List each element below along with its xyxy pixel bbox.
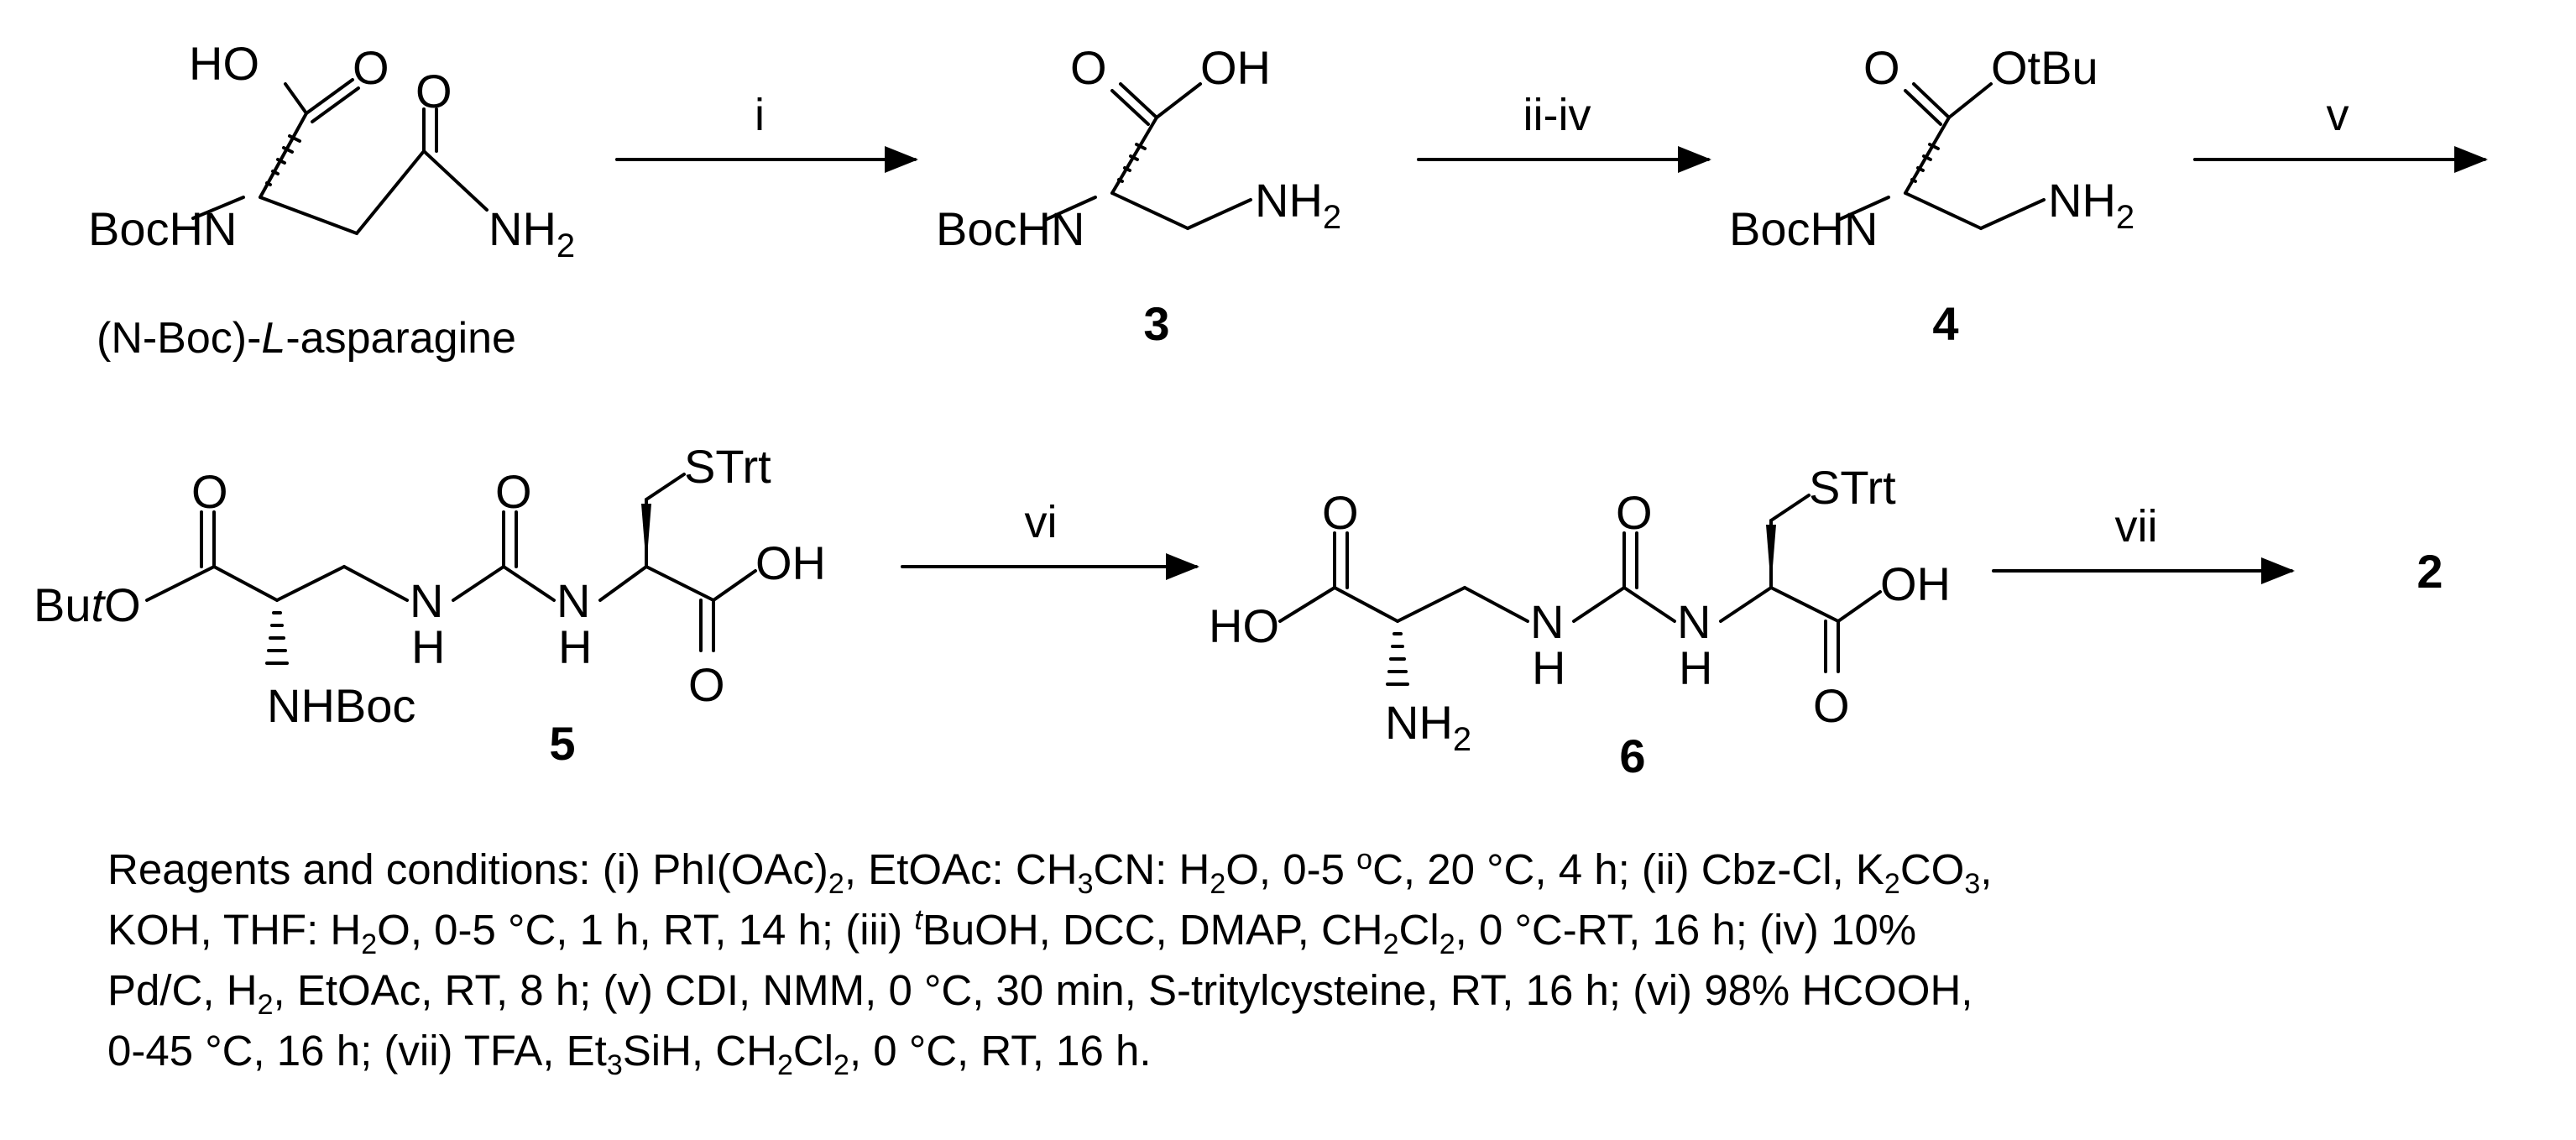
caption-line-2: KOH, THF: H2O, 0-5 °C, 1 h, RT, 14 h; (i… <box>107 904 1917 961</box>
bochn-label: BocHN <box>88 202 237 255</box>
urea-h1-label: H <box>411 620 445 673</box>
urea-h2-label: H <box>558 620 592 673</box>
ester-o-label: O <box>191 465 228 518</box>
bochn-label: BocHN <box>936 202 1084 255</box>
carbonyl-o-label: O <box>1863 41 1900 94</box>
urea-h2-label: H <box>1679 641 1712 694</box>
step-vi-label: vi <box>1025 497 1058 547</box>
strt-label: STrt <box>1809 461 1896 514</box>
structure-compound-3: O OH BocHN NH2 3 <box>936 41 1341 350</box>
caption-line-3: Pd/C, H2, EtOAc, RT, 8 h; (v) CDI, NMM, … <box>107 966 1973 1022</box>
carbonyl-o-label: O <box>1070 41 1107 94</box>
structure-compound-4: O OtBu BocHN NH2 4 <box>1729 41 2134 350</box>
compound-2-number: 2 <box>2417 545 2443 598</box>
hydroxyl-ho-label: HO <box>1209 599 1279 652</box>
reagents-and-conditions-caption: Reagents and conditions: (i) PhI(OAc)2, … <box>107 839 2558 1081</box>
structure-n-boc-l-asparagine: HO O O BocHN NH2 (N-Boc)-L-asparagine <box>88 37 575 363</box>
acid-o-label: O <box>1813 679 1850 732</box>
caption-line-4: 0-45 °C, 16 h; (vii) TFA, Et3SiH, CH2Cl2… <box>107 1027 1152 1082</box>
structure-compound-6: HO O N H O N H STrt OH O NH2 6 <box>1209 461 1951 782</box>
urea-n1-label: N <box>410 574 443 627</box>
amine-nh2-label: NH2 <box>1385 696 1471 758</box>
structure-compound-5: ButO O N H O N H STrt OH O NHBoc 5 <box>34 440 826 770</box>
amide-nh2-label: NH2 <box>489 202 575 264</box>
urea-n2-label: N <box>556 574 590 627</box>
step-i-label: i <box>755 90 765 140</box>
compound-3-number: 3 <box>1143 297 1169 350</box>
amine-nh2-label: NH2 <box>1255 174 1341 236</box>
compound-5-number: 5 <box>549 717 575 770</box>
amide-o-label: O <box>415 65 452 118</box>
urea-h1-label: H <box>1532 641 1565 694</box>
acid-o-label: O <box>688 658 725 711</box>
urea-n2-label: N <box>1677 595 1711 648</box>
hydroxyl-oh-label: OH <box>755 536 826 589</box>
strt-label: STrt <box>684 440 771 493</box>
compound-4-number: 4 <box>1932 297 1958 350</box>
hydroxyl-ho-label: HO <box>189 37 259 90</box>
tert-butoxy-label: ButO <box>34 578 141 631</box>
urea-o-label: O <box>495 465 532 518</box>
start-compound-name: (N-Boc)-L-asparagine <box>97 314 516 363</box>
caption-line-1: Reagents and conditions: (i) PhI(OAc)2, … <box>107 844 1993 901</box>
step-v-label: v <box>2327 90 2349 140</box>
amine-nh2-label: NH2 <box>2048 174 2134 236</box>
tert-butyl-ester-label: OtBu <box>1991 41 2098 94</box>
hydroxyl-oh-label: OH <box>1200 41 1271 94</box>
acid-o-label: O <box>1322 486 1359 539</box>
urea-o-label: O <box>1616 486 1653 539</box>
compound-6-number: 6 <box>1619 729 1645 782</box>
bochn-label: BocHN <box>1729 202 1878 255</box>
step-vii-label: vii <box>2115 501 2158 552</box>
carbonyl-o-label: O <box>353 41 389 94</box>
step-ii-iv-label: ii-iv <box>1523 90 1591 140</box>
urea-n1-label: N <box>1530 595 1564 648</box>
hydroxyl-oh-label: OH <box>1880 557 1951 610</box>
nhboc-label: NHBoc <box>267 679 415 732</box>
reaction-scheme: HO O O BocHN NH2 (N-Boc)-L-asparagine i … <box>34 37 2488 782</box>
